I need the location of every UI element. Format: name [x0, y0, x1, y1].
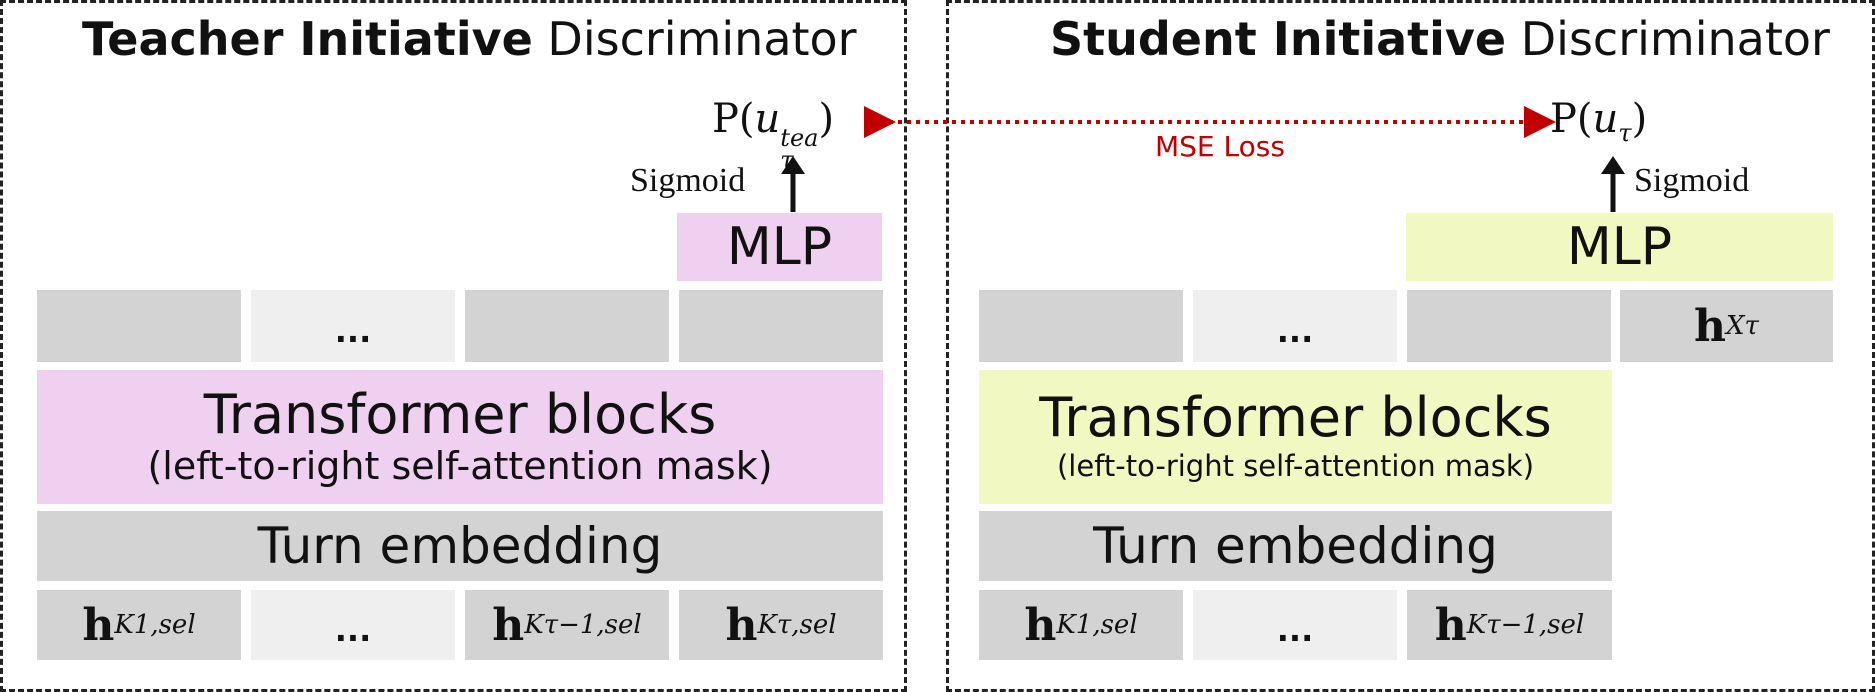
student-output-probability: P(uτ) — [1550, 96, 1648, 147]
student-turn-embedding: Turn embedding — [979, 511, 1612, 581]
teacher-transformer-subtitle: (left-to-right self-attention mask) — [147, 443, 773, 488]
teacher-transformer-title: Transformer blocks — [203, 382, 717, 446]
student-transformer-subtitle: (left-to-right self-attention mask) — [1056, 448, 1535, 483]
teacher-turn-embedding: Turn embedding — [37, 511, 883, 581]
teacher-discriminator-panel — [0, 0, 907, 692]
student-arrowhead — [1601, 156, 1625, 174]
teacher-transformer-blocks: Transformer blocks (left-to-right self-a… — [37, 370, 883, 504]
teacher-hidden-cell-4 — [679, 290, 883, 362]
teacher-hidden-cell-3 — [465, 290, 669, 362]
student-hidden-cell-1 — [979, 290, 1183, 362]
teacher-sigmoid-label: Sigmoid — [630, 162, 746, 199]
student-sigmoid-label: Sigmoid — [1634, 162, 1750, 199]
student-mlp-block: MLP — [1406, 213, 1833, 281]
teacher-input-ellipsis: ... — [251, 590, 455, 660]
teacher-mlp-block: MLP — [677, 213, 882, 281]
teacher-arrowhead — [781, 156, 805, 174]
teacher-title: Teacher Initiative Discriminator — [82, 12, 857, 66]
teacher-hidden-cell-1 — [37, 290, 241, 362]
student-hidden-cell-3 — [1407, 290, 1611, 362]
student-transformer-blocks: Transformer blocks (left-to-right self-a… — [979, 370, 1612, 504]
teacher-hidden-ellipsis: ... — [251, 290, 455, 362]
student-title: Student Initiative Discriminator — [1050, 12, 1830, 66]
student-input-ellipsis: ... — [1193, 590, 1397, 660]
student-hidden-ellipsis: ... — [1193, 290, 1397, 362]
student-transformer-title: Transformer blocks — [1039, 386, 1552, 450]
student-discriminator-panel — [946, 0, 1875, 692]
